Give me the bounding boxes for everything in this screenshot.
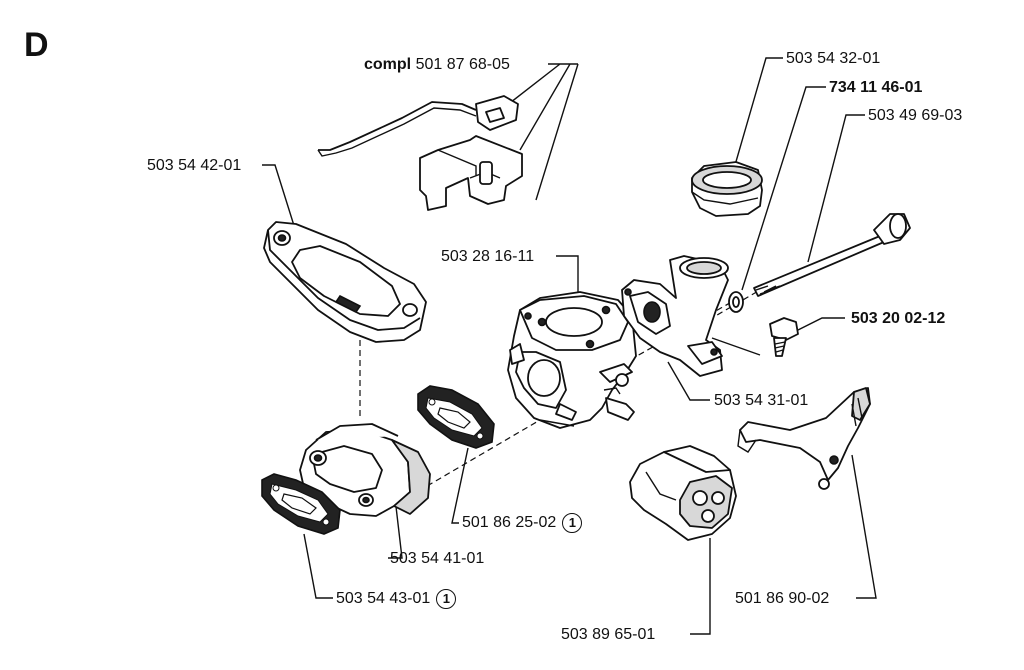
- grommet-503-54-32-01: [691, 161, 763, 217]
- flange-503-54-42-01: [263, 221, 427, 343]
- callout-compl: compl 501 87 68-05: [364, 56, 510, 74]
- callout-503-89-65-01: 503 89 65-01: [561, 626, 656, 643]
- throttle-rod-kit: [317, 95, 523, 211]
- part-number: 501 87 68-05: [415, 56, 510, 73]
- callout-503-54-41-01: 503 54 41-01: [390, 550, 485, 567]
- washer-734-11-46-01: [728, 291, 744, 313]
- callout-503-20-02-12: 503 20 02-12: [851, 310, 946, 327]
- intake-block-503-54-41-01: [299, 423, 431, 517]
- callout-503-54-42-01: 503 54 42-01: [147, 157, 242, 174]
- section-letter: D: [24, 26, 49, 64]
- long-bolt-503-49-69-03: [753, 213, 911, 297]
- carburetor-503-28-16-11: [507, 291, 637, 429]
- callout-503-54-31-01: 503 54 31-01: [714, 392, 809, 409]
- boot-503-89-65-01: [629, 445, 737, 541]
- gasket-503-54-43-01: [261, 473, 341, 535]
- callout-503-49-69-03: 503 49 69-03: [868, 107, 963, 124]
- intake-elbow-503-54-31-01: [621, 255, 729, 377]
- callout-prefix: compl: [364, 56, 412, 73]
- callout-501-86-90-02: 501 86 90-02: [735, 590, 830, 607]
- callout-503-54-43-01: 503 54 43-01 1: [336, 589, 457, 609]
- part-number: 501 86 25-02: [462, 514, 557, 532]
- callout-734-11-46-01: 734 11 46-01: [829, 79, 923, 96]
- throttle-lever-501-86-90-02: [737, 387, 871, 490]
- part-number: 503 54 43-01: [336, 590, 431, 608]
- callout-503-28-16-11: 503 28 16-11: [441, 248, 535, 265]
- callout-503-54-32-01: 503 54 32-01: [786, 50, 881, 67]
- footnote-marker: 1: [436, 589, 457, 609]
- screw-503-20-02-12: [769, 317, 799, 357]
- callout-501-86-25-02: 501 86 25-02 1: [462, 513, 583, 533]
- footnote-marker: 1: [562, 513, 583, 533]
- leader-lines: [262, 57, 877, 635]
- gasket-501-86-25-02: [417, 385, 495, 449]
